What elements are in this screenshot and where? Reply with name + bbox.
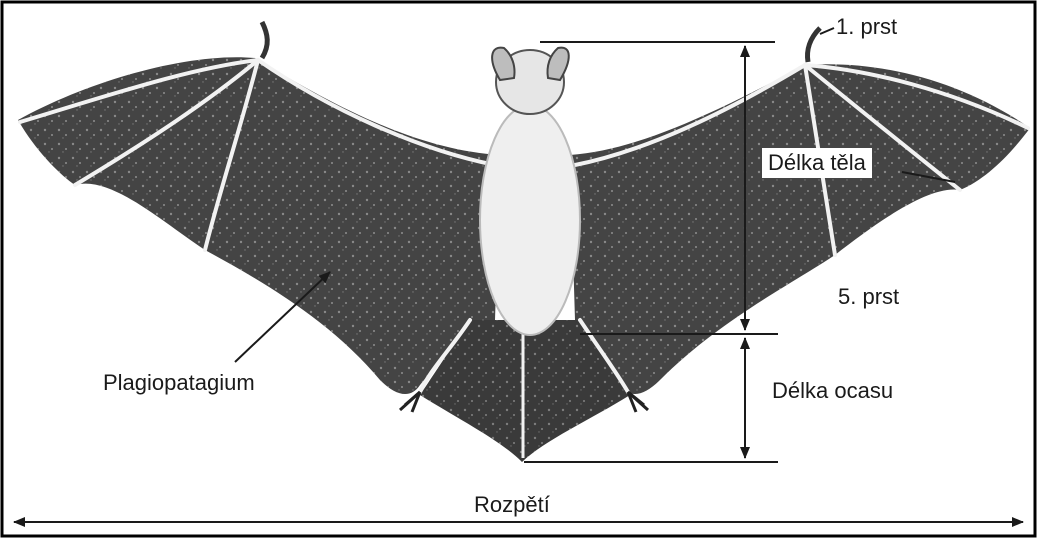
first-finger-label: 1. prst [836, 14, 897, 40]
bat-body [480, 105, 580, 335]
body-length-label: Délka těla [762, 148, 872, 178]
tail-length-label: Délka ocasu [772, 378, 893, 404]
right-ear [547, 48, 568, 80]
first-finger-leader [820, 28, 834, 34]
left-foot [400, 392, 420, 412]
left-ear [492, 48, 514, 80]
right-thumb [808, 28, 821, 62]
wingspan-label: Rozpětí [474, 492, 550, 518]
fifth-finger-label: 5. prst [838, 284, 899, 310]
plagiopatagium-label: Plagiopatagium [103, 370, 255, 396]
right-foot [628, 392, 648, 412]
left-thumb [262, 22, 267, 58]
